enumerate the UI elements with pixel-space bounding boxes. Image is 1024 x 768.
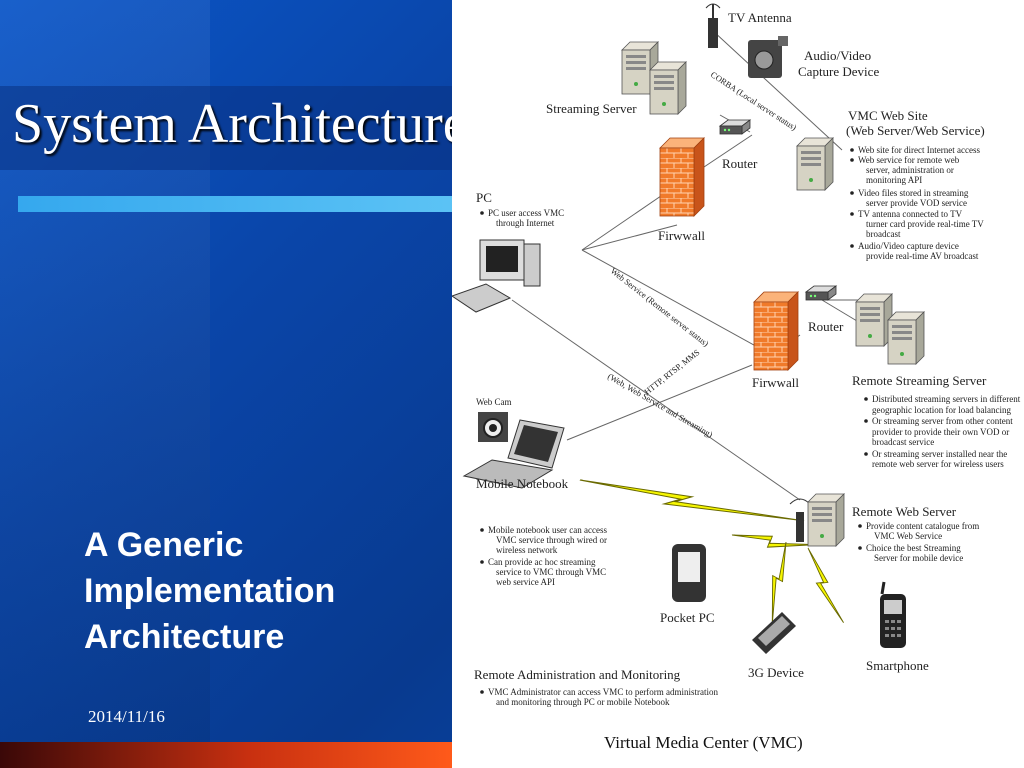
note-text: web service API	[496, 577, 555, 587]
pc-icon	[452, 239, 541, 313]
smartphone-label: Smartphone	[866, 658, 929, 673]
wireless-antenna-icon	[789, 498, 811, 542]
note-text: VMC Administrator can access VMC to perf…	[488, 687, 719, 697]
wireless-bolt-icon	[578, 478, 806, 522]
firewall-icon	[753, 291, 799, 371]
av-capture-label-line2: Capture Device	[798, 64, 879, 79]
router-mid-label: Router	[808, 319, 844, 334]
note-text: provider to provide their own VOD or	[872, 427, 1009, 437]
note-text: monitoring API	[866, 175, 922, 185]
mobile-notebook-label: Mobile Notebook	[476, 476, 569, 491]
note-text: TV antenna connected to TV	[858, 209, 963, 219]
av-capture-label-line1: Audio/Video	[804, 48, 871, 63]
firewall-icon	[659, 137, 705, 217]
note-text: server, administration or	[866, 165, 954, 175]
vmc-web-site-notes: Web site for direct Internet access Web …	[850, 145, 984, 261]
note-text: geographic location for load balancing	[872, 405, 1011, 415]
note-text: Video files stored in streaming	[858, 188, 969, 198]
pocket-pc-icon	[672, 544, 706, 602]
subtitle-line: A Generic	[84, 526, 244, 564]
slide-subtitle: A Generic Implementation Architecture	[84, 522, 444, 660]
remote-streaming-server-icon	[887, 311, 925, 365]
remote-streaming-server-label: Remote Streaming Server	[852, 373, 987, 388]
title-backdrop	[0, 86, 452, 170]
remote-streaming-server-notes: Distributed streaming servers in differe…	[864, 394, 1021, 469]
video-camera-icon	[748, 36, 788, 78]
web-cam-label: Web Cam	[476, 397, 512, 407]
firewall-top-label: Firwwall	[658, 228, 705, 243]
pc-label: PC	[476, 190, 492, 205]
note-text: Web service for remote web	[858, 155, 960, 165]
note-text: turner card provide real-time TV	[866, 219, 984, 229]
streaming-server-icon	[649, 61, 687, 115]
note-text: Mobile notebook user can access	[488, 525, 607, 535]
note-text: through Internet	[496, 218, 555, 228]
note-text: Or streaming server from other content	[872, 416, 1013, 426]
subtitle-line: Implementation	[84, 572, 336, 610]
router-icon	[805, 285, 837, 301]
vmc-web-server-icon	[796, 137, 834, 191]
wireless-bolt-icon	[747, 541, 812, 625]
3g-device-label: 3G Device	[748, 665, 804, 680]
note-text: remote web server for wireless users	[872, 459, 1004, 469]
note-text: broadcast	[866, 229, 901, 239]
remote-web-server-icon	[807, 493, 845, 547]
note-text: broadcast service	[872, 437, 934, 447]
remote-web-server-notes: Provide content catalogue from VMC Web S…	[858, 521, 979, 563]
remote-admin-label: Remote Administration and Monitoring	[474, 667, 681, 682]
link-label-web-service: Web Service (Remote server status)	[609, 266, 711, 349]
note-text: Provide content catalogue from	[866, 521, 979, 531]
wireless-bolt-icon	[784, 547, 868, 624]
note-text: service to VMC through VMC	[496, 567, 606, 577]
pc-notes: PC user access VMC through Internet	[480, 208, 564, 228]
note-text: VMC Web Service	[874, 531, 942, 541]
note-text: Server for mobile device	[874, 553, 963, 563]
router-top-label: Router	[722, 156, 758, 171]
note-text: VMC service through wired or	[496, 535, 607, 545]
laptop-icon	[462, 419, 565, 489]
slide-date: 2014/11/16	[88, 707, 165, 726]
note-text: provide real-time AV broadcast	[866, 251, 979, 261]
streaming-server-label: Streaming Server	[546, 101, 637, 116]
remote-streaming-server-icon	[855, 293, 893, 347]
vmc-web-site-label-line1: VMC Web Site	[848, 108, 928, 123]
subtitle-line: Architecture	[84, 618, 285, 656]
router-icon	[719, 119, 751, 135]
note-text: Web site for direct Internet access	[858, 145, 980, 155]
tv-antenna-label: TV Antenna	[728, 10, 792, 25]
note-text: Distributed streaming servers in differe…	[872, 394, 1021, 404]
footer-bar	[0, 742, 452, 768]
note-text: wireless network	[496, 545, 558, 555]
link-label-corba: CORBA (Local server status)	[709, 69, 799, 132]
architecture-diagram: CORBA (Local server status) Web Service …	[452, 3, 1021, 752]
vmc-web-site-label-line2: (Web Server/Web Service)	[846, 123, 985, 138]
web-cam-icon	[478, 412, 508, 442]
note-text: Can provide ac hoc streaming	[488, 557, 596, 567]
note-text: Choice the best Streaming	[866, 543, 961, 553]
3g-device-icon	[752, 612, 796, 654]
note-text: PC user access VMC	[488, 208, 564, 218]
note-text: Or streaming server installed near the	[872, 449, 1007, 459]
firewall-mid-label: Firwwall	[752, 375, 799, 390]
remote-web-server-label: Remote Web Server	[852, 504, 957, 519]
mobile-notebook-notes: Mobile notebook user can access VMC serv…	[480, 525, 607, 587]
note-text: server provide VOD service	[866, 198, 967, 208]
remote-admin-notes: VMC Administrator can access VMC to perf…	[480, 687, 719, 707]
tv-antenna-icon	[705, 3, 721, 48]
title-underline	[18, 196, 458, 212]
note-text: and monitoring through PC or mobile Note…	[496, 697, 670, 707]
pocket-pc-label: Pocket PC	[660, 610, 715, 625]
note-text: Audio/Video capture device	[858, 241, 959, 251]
smartphone-icon	[880, 581, 906, 648]
diagram-caption: Virtual Media Center (VMC)	[604, 733, 803, 752]
slide-title: System Architecture	[12, 93, 468, 155]
